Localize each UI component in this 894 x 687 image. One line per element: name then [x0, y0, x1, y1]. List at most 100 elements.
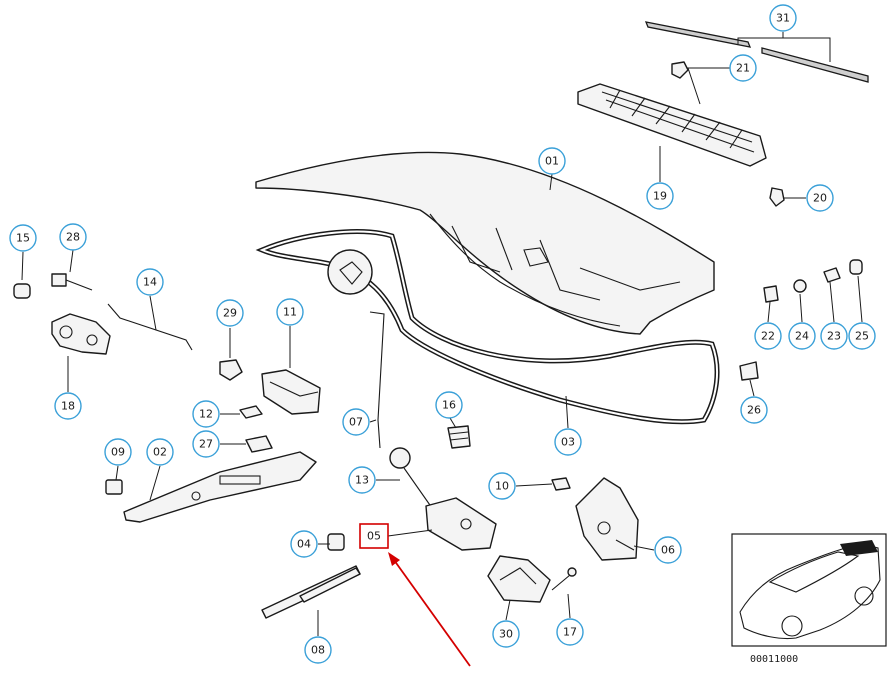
part-08-gas-strut	[261, 565, 361, 619]
callout-15-label: 15	[16, 232, 30, 245]
callout-28: 28	[59, 223, 87, 251]
part-19-brake-light	[577, 83, 767, 167]
callout-05-highlighted: 05	[359, 523, 389, 549]
callout-31-label: 31	[776, 12, 790, 25]
callout-18-label: 18	[61, 400, 75, 413]
part-12-screw	[239, 405, 263, 419]
part-17-screw	[551, 567, 577, 591]
part-25-cap	[849, 259, 863, 275]
callout-10-label: 10	[495, 480, 509, 493]
callout-04-label: 04	[297, 538, 311, 551]
part-09-pad	[105, 479, 123, 495]
callout-07: 07	[342, 408, 370, 436]
part-15-rubber-buffer	[13, 283, 31, 299]
callout-07-label: 07	[349, 416, 363, 429]
part-31-spoiler-strip	[644, 21, 869, 83]
callout-10: 10	[488, 472, 516, 500]
callout-24-label: 24	[795, 330, 809, 343]
callout-19: 19	[646, 182, 674, 210]
part-26-plug	[739, 361, 759, 381]
callout-30-label: 30	[499, 628, 513, 641]
callout-27: 27	[192, 430, 220, 458]
callout-08-label: 08	[311, 644, 325, 657]
callout-02-label: 02	[153, 446, 167, 459]
callout-25: 25	[848, 322, 876, 350]
callout-06: 06	[654, 536, 682, 564]
part-24-nut	[793, 279, 807, 293]
callout-08: 08	[304, 636, 332, 664]
leader-lines	[21, 32, 863, 636]
part-28-bolt	[51, 273, 93, 291]
inset-car-view: 00011000	[731, 533, 887, 665]
callout-26: 26	[740, 396, 768, 424]
callout-13-label: 13	[355, 474, 369, 487]
callout-18: 18	[54, 392, 82, 420]
callout-01-label: 01	[545, 155, 559, 168]
callout-22-label: 22	[761, 330, 775, 343]
inset-car-icon	[739, 540, 881, 640]
callout-26-label: 26	[747, 404, 761, 417]
callout-15: 15	[9, 224, 37, 252]
inset-code: 00011000	[750, 654, 798, 665]
callout-17: 17	[556, 618, 584, 646]
part-05-lock	[425, 497, 497, 551]
callout-12-label: 12	[199, 408, 213, 421]
part-04-nut	[327, 533, 345, 551]
callout-17-label: 17	[563, 626, 577, 639]
callout-29: 29	[216, 299, 244, 327]
callout-labels: 31 21 19 20 01 15 28 14	[9, 4, 876, 664]
part-22-grommet	[763, 285, 779, 303]
callout-16-label: 16	[442, 399, 456, 412]
callout-11-label: 11	[283, 306, 297, 319]
part-01-trunk-lid	[255, 151, 715, 335]
callout-14-label: 14	[143, 276, 157, 289]
callout-13: 13	[348, 466, 376, 494]
part-21-clip	[671, 61, 689, 79]
part-29-clip	[219, 359, 243, 381]
part-30-gasket	[487, 555, 551, 603]
part-27-bolt	[245, 435, 273, 453]
callout-16: 16	[435, 391, 463, 419]
callout-09: 09	[104, 438, 132, 466]
callout-21: 21	[729, 54, 757, 82]
callout-30: 30	[492, 620, 520, 648]
part-18-hinge	[51, 313, 111, 355]
callout-04: 04	[290, 530, 318, 558]
callout-25-label: 25	[855, 330, 869, 343]
callout-03-label: 03	[561, 436, 575, 449]
callout-22: 22	[754, 322, 782, 350]
part-16-rubber-stop	[447, 425, 471, 449]
part-14-rod	[107, 303, 193, 351]
part-10-screw	[551, 477, 571, 491]
part-03-trunk-seal	[255, 229, 720, 425]
callout-19-label: 19	[653, 190, 667, 203]
callout-01: 01	[538, 147, 566, 175]
callout-14: 14	[136, 268, 164, 296]
callout-06-label: 06	[661, 544, 675, 557]
callout-31: 31	[769, 4, 797, 32]
inset-trunk-highlight	[840, 540, 878, 556]
part-23-stud	[823, 267, 841, 283]
callout-02: 02	[146, 438, 174, 466]
callout-05-label: 05	[367, 530, 381, 543]
callout-23: 23	[820, 322, 848, 350]
callout-20-label: 20	[813, 192, 827, 205]
part-11-actuator	[261, 369, 321, 415]
part-06-latch	[575, 477, 639, 561]
callout-27-label: 27	[199, 438, 213, 451]
callout-12: 12	[192, 400, 220, 428]
callout-29-label: 29	[223, 307, 237, 320]
callout-21-label: 21	[736, 62, 750, 75]
callout-11: 11	[276, 298, 304, 326]
callout-20: 20	[806, 184, 834, 212]
callout-09-label: 09	[111, 446, 125, 459]
part-13-lock-cylinder	[389, 447, 433, 509]
part-20-screw	[769, 187, 785, 207]
callout-24: 24	[788, 322, 816, 350]
callout-03: 03	[554, 428, 582, 456]
part-02-lock-bar	[123, 451, 317, 523]
highlight-arrow	[388, 552, 471, 667]
callout-23-label: 23	[827, 330, 841, 343]
callout-28-label: 28	[66, 231, 80, 244]
